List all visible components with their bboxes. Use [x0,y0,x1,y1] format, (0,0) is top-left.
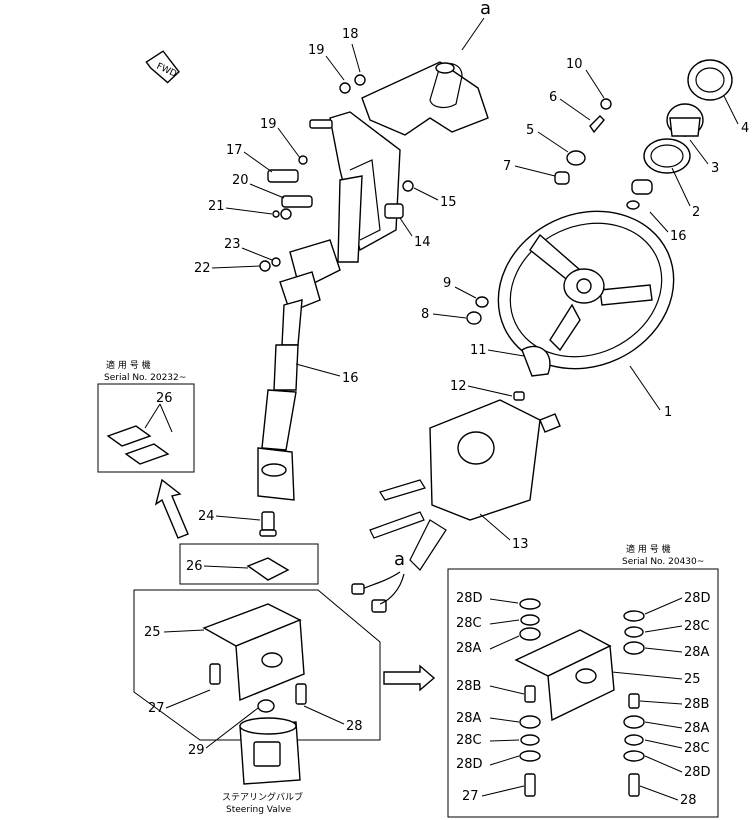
column-housing [369,399,561,571]
detail-washers-left [519,598,541,797]
detail-bracket [514,629,615,722]
plate-icon [106,425,152,447]
callout-1: 1 [664,405,672,420]
bolt-24 [259,511,277,537]
callout-7: 7 [503,159,511,174]
callout-5: 5 [526,123,534,138]
ref-a-bottom: a [394,549,405,570]
valve-jp: ステアリングバルブ [222,791,303,803]
wire-harness [351,571,405,613]
right-arrow-icon [383,664,436,692]
callout-10: 10 [566,57,583,72]
serial-right-en: Serial No. 20430~ [622,557,704,567]
upper-universal-joint [279,239,341,346]
detail-right-label: 28B [684,697,709,712]
column-cover [361,61,489,136]
callouts: 1 2 3 4 5 6 7 8 9 10 11 12 13 14 15 16 1… [144,27,749,758]
plate-icon [124,443,170,465]
ref-a-top: a [480,0,491,19]
callout-8: 8 [421,307,429,322]
detail-left-label: 28D [456,591,483,606]
callout-16-left: 16 [342,371,359,386]
detail-right-label: 28C [684,741,710,756]
callout-4: 4 [741,121,749,136]
callout-11: 11 [470,343,487,358]
detail-left-label: 28C [456,733,482,748]
callout-27: 27 [148,701,165,716]
serial-left-en: Serial No. 20232~ [104,373,186,383]
detail-left-label: 28A [456,711,482,726]
callout-26: 26 [186,559,203,574]
callout-3: 3 [711,161,719,176]
plate-26-icon [246,557,290,581]
fwd-arrow-icon: FWD [145,50,180,84]
callout-16-right: 16 [670,229,687,244]
callout-17: 17 [226,143,243,158]
callout-15: 15 [440,195,457,210]
steering-valve [239,699,301,785]
serial-left-jp: 適 用 号 機 [106,359,151,371]
detail-right-label: 28D [684,591,711,606]
callout-13: 13 [512,537,529,552]
callout-2: 2 [692,205,700,220]
detail-right-label: 28A [684,645,710,660]
bracket-25 [202,603,307,705]
callout-21: 21 [208,199,225,214]
callout-20: 20 [232,173,249,188]
callout-28: 28 [346,719,363,734]
callout-18: 18 [342,27,359,42]
wheel-hardware [466,59,733,401]
callout-6: 6 [549,90,557,105]
callout-14: 14 [414,235,431,250]
callout-24: 24 [198,509,215,524]
callout-25: 25 [144,625,161,640]
steering-shaft [257,344,299,501]
callout-9: 9 [443,276,451,291]
callout-23: 23 [224,237,241,252]
valve-en: Steering Valve [226,805,292,815]
detail-right-label: 28D [684,765,711,780]
ref-a-top-leader [461,17,485,51]
detail-right-label: 28A [684,721,710,736]
up-arrow-icon [154,478,189,539]
detail-left-label: 27 [462,789,479,804]
callout-12: 12 [450,379,467,394]
hardware-upper-left [259,74,414,272]
column-bracket [329,111,401,263]
detail-left-label: 28C [456,616,482,631]
detail-left-label: 28A [456,641,482,656]
callout-29: 29 [188,743,205,758]
steering-wheel [497,210,675,370]
serial-left-box [97,383,195,473]
detail-washers-right [623,610,645,797]
detail-right-label: 28 [680,793,697,808]
detail-right-label: 25 [684,672,701,687]
detail-left-label: 28B [456,679,481,694]
serial-left-part: 26 [156,391,173,406]
callout-22: 22 [194,261,211,276]
part-26-box [179,543,319,585]
detail-right-label: 28C [684,619,710,634]
detail-left-label: 28D [456,757,483,772]
callout-19-mid: 19 [260,117,277,132]
callout-19-top: 19 [308,43,325,58]
serial-right-jp: 適 用 号 機 [626,543,671,555]
